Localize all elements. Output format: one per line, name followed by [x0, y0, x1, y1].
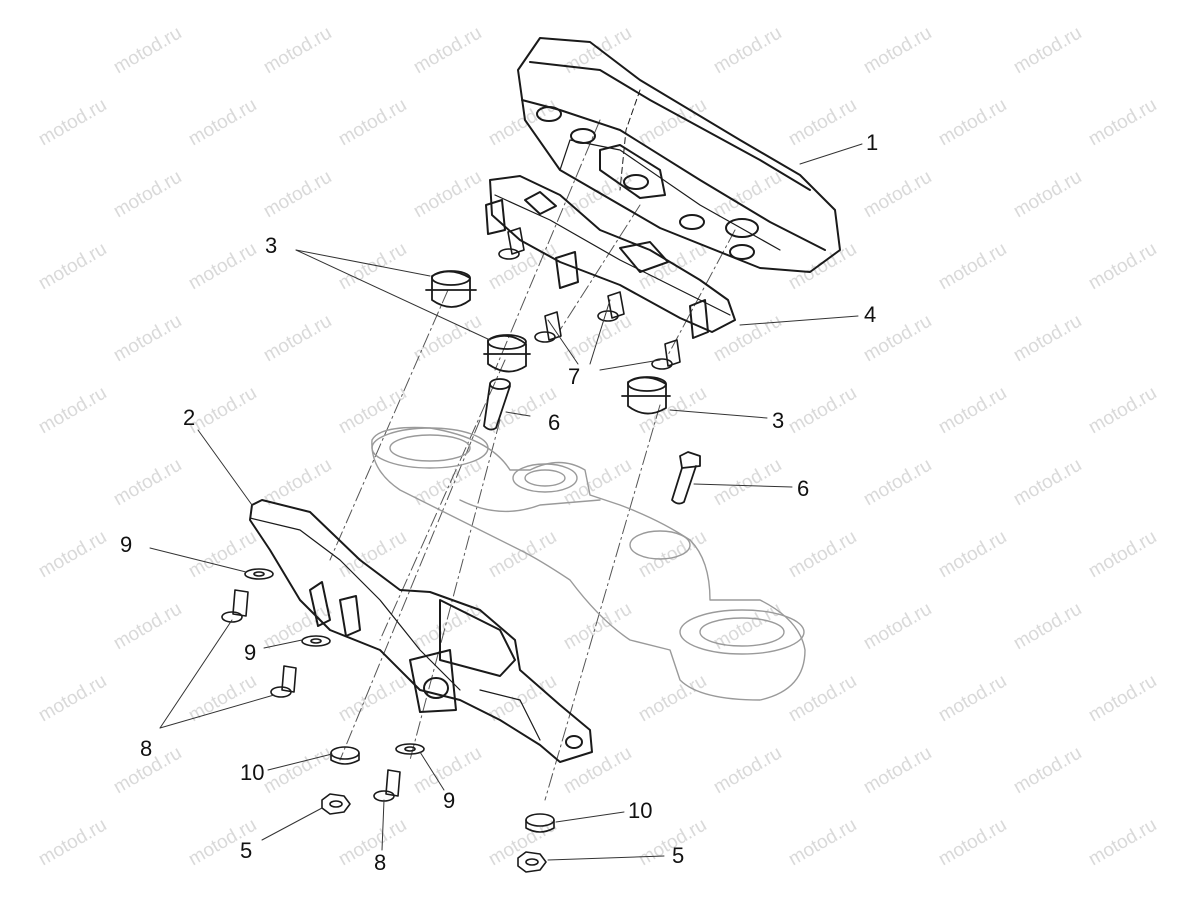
- assembly-axes: [329, 119, 736, 801]
- instrument-cluster: [517, 37, 841, 273]
- washers: [244, 568, 425, 755]
- callout-9: 9: [120, 532, 133, 557]
- callout-9: 9: [443, 788, 456, 813]
- flange-nuts: [321, 793, 547, 873]
- callout-3: 3: [772, 408, 785, 433]
- callout-3: 3: [265, 233, 278, 258]
- callout-9: 9: [244, 640, 257, 665]
- callout-5: 5: [672, 843, 685, 868]
- callout-10: 10: [240, 760, 265, 785]
- callout-6: 6: [797, 476, 810, 501]
- triple-clamp: [371, 426, 806, 701]
- callout-2: 2: [183, 405, 196, 430]
- callout-6: 6: [548, 410, 561, 435]
- callout-8: 8: [374, 850, 387, 875]
- mounting-bracket: [485, 175, 736, 339]
- callout-4: 4: [864, 302, 877, 327]
- socket-bolts: [483, 378, 701, 505]
- callout-10: 10: [628, 798, 653, 823]
- lower-bracket: [249, 499, 593, 763]
- leader-lines: [149, 143, 863, 861]
- callout-7: 7: [568, 364, 581, 389]
- rubber-grommet: [425, 270, 671, 415]
- callout-5: 5: [240, 838, 253, 863]
- callout-1: 1: [866, 130, 879, 155]
- callout-8: 8: [140, 736, 153, 761]
- bracket-screws: [498, 227, 681, 370]
- flange-spacers: [330, 746, 555, 833]
